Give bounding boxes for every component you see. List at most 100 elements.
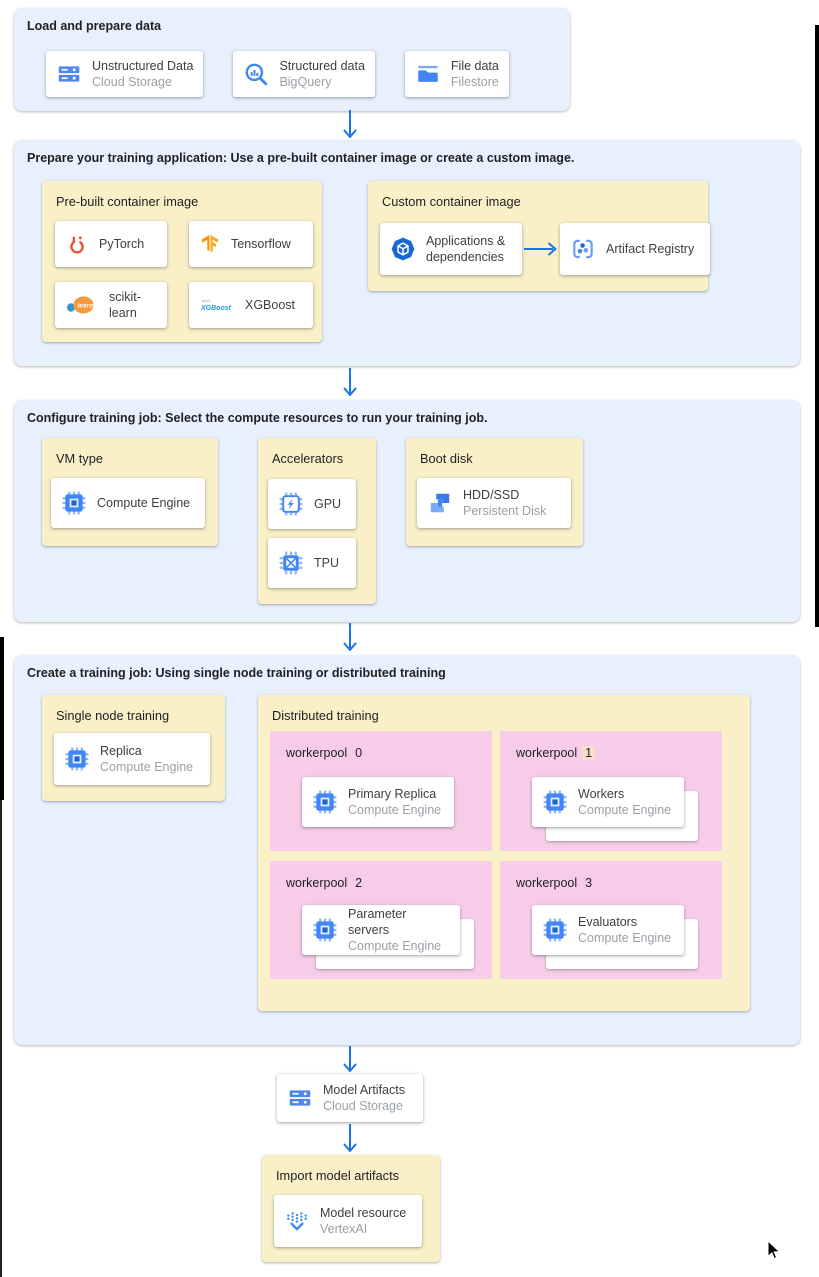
card-applications-dependencies: Applications & dependencies <box>380 223 522 275</box>
card-title: Model resource <box>320 1205 407 1220</box>
group-boot-disk: Boot disk HDD/SSD Persistent Disk <box>406 438 583 546</box>
workerpool-number: 3 <box>585 876 593 890</box>
card-title: PyTorch <box>99 236 145 251</box>
card-title: Replica <box>100 743 142 758</box>
group-vm-type: VM type Compute Engine <box>42 438 218 546</box>
compute-engine-icon <box>312 789 338 815</box>
xgboost-logo-small-text: dmlc <box>202 298 210 303</box>
bigquery-icon <box>243 61 269 87</box>
workerpool-number: 0 <box>355 746 363 760</box>
section-create-title: Create a training job: Using single node… <box>27 666 446 680</box>
card-text: Parameter servers Compute Engine <box>348 906 450 955</box>
card-subtitle: Compute Engine <box>348 939 442 954</box>
card-text: Model Artifacts Cloud Storage <box>323 1082 405 1115</box>
flow-arrow-1 <box>341 110 359 140</box>
flow-arrow-right <box>522 241 560 257</box>
card-subtitle: Cloud Storage <box>323 1099 403 1113</box>
compute-engine-icon <box>542 789 568 815</box>
card-tpu: TPU <box>268 538 356 588</box>
compute-engine-icon <box>61 490 87 516</box>
compute-engine-icon <box>542 917 568 943</box>
tpu-icon <box>278 550 304 576</box>
workerpool-3-label: workerpool 3 <box>516 876 595 890</box>
tensorflow-icon <box>199 233 221 255</box>
vm-type-label: VM type <box>56 451 103 466</box>
prebuilt-cards-grid: PyTorch Tensorflow learn scikit-learn dm… <box>55 221 313 328</box>
compute-engine-icon <box>64 746 90 772</box>
section-create-job: Create a training job: Using single node… <box>14 655 800 1045</box>
card-structured-data: Structured data BigQuery <box>233 51 375 97</box>
card-text: HDD/SSD Persistent Disk <box>463 487 546 520</box>
screenshot-artifact-bar-left <box>0 637 4 800</box>
workerpool-number: 2 <box>355 876 363 890</box>
card-unstructured-data: Unstructured Data Cloud Storage <box>46 51 204 97</box>
group-accelerators: Accelerators GPU TPU <box>258 438 376 604</box>
card-title: Structured data <box>279 58 365 73</box>
workerpool-name: workerpool <box>516 876 578 890</box>
group-prebuilt-container: Pre-built container image PyTorch Tensor… <box>42 181 322 342</box>
card-title: Primary Replica <box>348 786 437 801</box>
single-node-label: Single node training <box>56 708 170 723</box>
vertex-ai-icon <box>284 1208 310 1234</box>
card-subtitle: Compute Engine <box>100 760 194 774</box>
custom-cards-row: Applications & dependencies Artifact Reg… <box>380 223 710 275</box>
card-artifact-registry: Artifact Registry <box>560 223 710 275</box>
card-model-resource: Model resource VertexAI <box>274 1195 422 1247</box>
artifact-registry-icon <box>570 236 596 262</box>
card-text: Evaluators Compute Engine <box>578 914 671 947</box>
group-import-model: Import model artifacts Model resource Ve… <box>262 1155 440 1262</box>
filestore-icon <box>415 61 441 87</box>
card-scikit-learn: learn scikit-learn <box>55 282 167 328</box>
card-subtitle: BigQuery <box>279 75 332 89</box>
persistent-disk-icon <box>427 490 453 516</box>
card-title: Applications & dependencies <box>426 233 506 264</box>
flow-arrow-5 <box>341 1124 359 1154</box>
section-configure-job: Configure training job: Select the compu… <box>14 400 800 622</box>
card-parameter-servers: Parameter servers Compute Engine <box>302 905 460 955</box>
card-title: Compute Engine <box>97 495 191 510</box>
load-cards-row: Unstructured Data Cloud Storage Structur… <box>46 51 509 97</box>
compute-engine-icon <box>312 917 338 943</box>
card-evaluators: Evaluators Compute Engine <box>532 905 684 955</box>
accelerators-label: Accelerators <box>272 451 344 466</box>
import-model-label: Import model artifacts <box>276 1168 400 1183</box>
card-text: Model resource VertexAI <box>320 1205 406 1238</box>
card-title: HDD/SSD <box>463 487 520 502</box>
cloud-storage-icon <box>287 1085 313 1111</box>
boot-disk-label: Boot disk <box>420 451 473 466</box>
scikit-learn-icon: learn <box>65 294 99 316</box>
card-title: Unstructured Data <box>92 58 194 73</box>
distributed-label: Distributed training <box>272 708 379 723</box>
card-subtitle: Compute Engine <box>578 803 672 817</box>
card-text: Workers Compute Engine <box>578 786 671 819</box>
card-text: Primary Replica Compute Engine <box>348 786 441 819</box>
card-title: Parameter servers <box>348 906 407 937</box>
card-primary-replica: Primary Replica Compute Engine <box>302 777 454 827</box>
card-tensorflow: Tensorflow <box>189 221 313 267</box>
card-title: XGBoost <box>245 297 296 312</box>
group-single-node: Single node training Replica Compute Eng… <box>42 695 225 801</box>
gpu-icon <box>278 491 304 517</box>
card-pytorch: PyTorch <box>55 221 167 267</box>
sklearn-logo-text: learn <box>78 303 94 310</box>
card-model-artifacts: Model Artifacts Cloud Storage <box>277 1074 423 1122</box>
screenshot-artifact-bar-right <box>815 25 819 627</box>
card-file-data: File data Filestore <box>404 51 509 97</box>
card-subtitle: Compute Engine <box>578 931 672 945</box>
cloud-storage-icon <box>56 61 82 87</box>
card-workers: Workers Compute Engine <box>532 777 684 827</box>
section-prepare-title: Prepare your training application: Use a… <box>27 151 575 165</box>
card-persistent-disk: HDD/SSD Persistent Disk <box>417 478 571 528</box>
section-prepare-application: Prepare your training application: Use a… <box>14 140 800 366</box>
card-subtitle: Cloud Storage <box>92 75 172 89</box>
card-compute-engine: Compute Engine <box>51 478 205 528</box>
card-title: TPU <box>314 555 339 570</box>
card-title: scikit-learn <box>109 289 141 320</box>
